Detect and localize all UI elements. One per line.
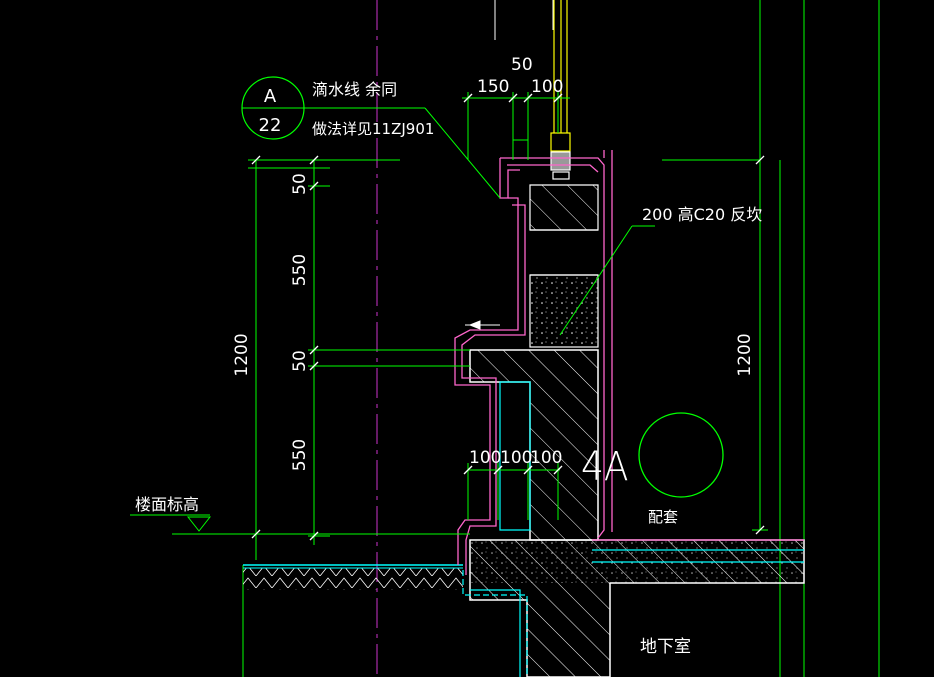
callout-top-label: A bbox=[264, 86, 277, 107]
dim-bottom-100-b: 100 bbox=[500, 448, 532, 468]
dim-left-550-a: 550 bbox=[290, 254, 310, 286]
finish-layers bbox=[462, 381, 804, 677]
upstand-note: 200 高C20 反坎 bbox=[642, 205, 762, 224]
leader-lines bbox=[172, 107, 655, 535]
dim-bottom-100-c: 100 bbox=[530, 448, 562, 468]
drip-note-line1: 滴水线 余同 bbox=[312, 80, 397, 99]
dimension-ticks bbox=[251, 93, 765, 541]
floor-level-label: 楼面标高 bbox=[135, 495, 199, 514]
detail-mark: 4A bbox=[581, 412, 724, 498]
ground-slab bbox=[243, 564, 463, 590]
dim-left-550-b: 550 bbox=[290, 439, 310, 471]
dim-right-total: 1200 bbox=[735, 333, 755, 376]
drip-notch bbox=[465, 320, 500, 330]
dim-left-total: 1200 bbox=[232, 333, 252, 376]
floor-level-marker: 楼面标高 bbox=[130, 495, 212, 532]
callout-bottom-label: 22 bbox=[259, 115, 282, 136]
dim-left-50-b: 50 bbox=[290, 350, 310, 372]
window-guide-lines bbox=[494, 0, 554, 40]
basement-label: 地下室 bbox=[640, 637, 691, 657]
wall-outline bbox=[454, 150, 804, 575]
dimension-lines bbox=[248, 0, 768, 560]
dim-left-50-a: 50 bbox=[290, 173, 310, 195]
section-callout-symbol: A 22 bbox=[241, 76, 305, 140]
dim-bottom-100-a: 100 bbox=[469, 448, 501, 468]
detail-mark-label: 4A bbox=[581, 443, 629, 489]
drip-note-line2: 做法详见11ZJ901 bbox=[312, 120, 434, 138]
dim-top-150: 150 bbox=[477, 77, 509, 97]
dim-top-50: 50 bbox=[511, 55, 533, 75]
dim-top-100: 100 bbox=[531, 77, 563, 97]
detail-sub-label: 配套 bbox=[648, 508, 678, 526]
